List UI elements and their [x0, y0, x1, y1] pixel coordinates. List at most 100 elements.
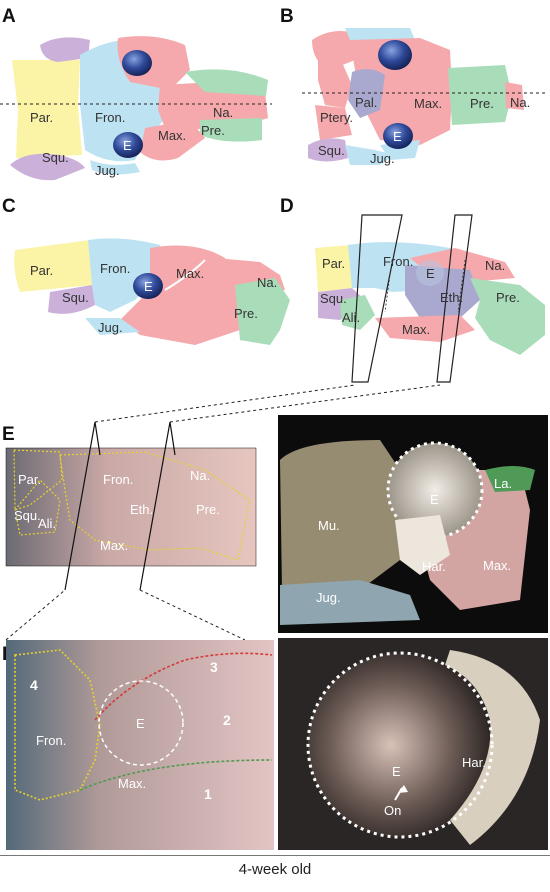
section-plane-2 — [436, 214, 473, 383]
connector-e-f-1 — [5, 589, 66, 641]
label-na-e: Na. — [190, 468, 210, 483]
jugal-b — [345, 145, 395, 165]
plane-e-2 — [139, 421, 171, 591]
jug-upper-b — [318, 58, 352, 108]
muscle-g — [280, 440, 400, 590]
label-na-b: Na. — [510, 95, 530, 110]
label-par-e: Par. — [18, 472, 41, 487]
alisphenoid-d — [340, 295, 375, 330]
label-eth-d: Eth. — [440, 290, 463, 305]
maxilla-b — [350, 38, 452, 145]
label-2-f: 2 — [223, 712, 231, 728]
plane-e-1 — [64, 421, 96, 591]
label-3-f: 3 — [210, 659, 218, 675]
outline-par-e — [13, 449, 63, 511]
label-eth-e: Eth. — [130, 502, 153, 517]
frontal-c — [88, 238, 165, 312]
eye-g — [388, 443, 482, 537]
label-la-g: La. — [494, 476, 512, 491]
label-ali-d: Ali. — [342, 310, 360, 325]
label-on-h: On — [384, 803, 401, 818]
label-jug-c: Jug. — [98, 320, 123, 335]
label-na-c: Na. — [257, 275, 277, 290]
panel-c: C Par. Fron. Max. Na. Squ. Jug. Pre. E — [2, 196, 290, 345]
maxilla-d — [375, 315, 475, 342]
photo-f — [6, 640, 274, 850]
plane-dash-2 — [457, 259, 466, 313]
label-max-g: Max. — [483, 558, 511, 573]
figure-caption: 4-week old — [238, 861, 312, 878]
label-pre-b: Pre. — [470, 96, 494, 111]
label-max-c: Max. — [176, 266, 204, 281]
eye-top-b — [378, 40, 412, 70]
squamosal-bone-bottom — [10, 153, 85, 181]
label-e-a: E — [123, 138, 132, 153]
label-e-b: E — [393, 129, 402, 144]
label-pre-c: Pre. — [234, 306, 258, 321]
eye-outline-h — [306, 651, 494, 839]
panel-f: F 4 3 2 1 Fron. E Max. — [2, 640, 274, 850]
panel-g: G La. E Mu. Har. Max. Jug. — [278, 415, 548, 633]
label-pre-a: Pre. — [201, 123, 225, 138]
label-max-e: Max. — [100, 538, 128, 553]
label-fron-d: Fron. — [383, 254, 413, 269]
label-e-h: E — [392, 764, 401, 779]
frontal-strip-b — [345, 28, 415, 40]
lacrimal-g — [485, 466, 535, 492]
label-pre-d: Pre. — [496, 290, 520, 305]
premax-upper-a — [185, 69, 268, 96]
label-max-b: Max. — [414, 96, 442, 111]
label-4-f: 4 — [30, 677, 38, 693]
label-na-d: Na. — [485, 258, 505, 273]
label-max-f: Max. — [118, 776, 146, 791]
label-squ-d: Squ. — [320, 291, 347, 306]
arrow-head-h — [398, 785, 408, 793]
eye-c — [133, 273, 163, 299]
label-e-c: E — [144, 279, 153, 294]
jugal-bone-a — [90, 160, 140, 175]
panel-e: E Par. Fron. Na. Squ. Eth. Pre. Ali. Max… — [2, 421, 257, 591]
label-na-a: Na. — [213, 105, 233, 120]
label-mu-g: Mu. — [318, 518, 340, 533]
panel-letter-a: A — [2, 6, 16, 27]
label-squ-c: Squ. — [62, 290, 89, 305]
premax-c — [235, 278, 290, 345]
label-fron-c: Fron. — [100, 261, 130, 276]
panel-a: A Par. Fron. Na. Pre. Max. Squ. Jug. E — [0, 6, 272, 181]
label-squ-b: Squ. — [318, 143, 345, 158]
panel-letter-d: D — [280, 196, 294, 217]
label-max-d: Max. — [402, 322, 430, 337]
outline-frontal-f — [14, 649, 101, 801]
plane-e-2b — [169, 421, 176, 456]
label-pre-e: Pre. — [196, 502, 220, 517]
panel-h: H E Har. On — [278, 638, 548, 850]
panel-letter-b: B — [280, 6, 294, 27]
label-jug-g: Jug. — [316, 590, 341, 605]
premax-lower-a — [200, 118, 262, 142]
section-plane-1 — [351, 214, 403, 383]
panel-b: B Pal. Max. Pre. Na. Ptery. Squ. Jug. E — [280, 6, 548, 166]
panel-letter-e: E — [2, 424, 15, 445]
maxilla-lower-a — [140, 120, 205, 161]
label-par-d: Par. — [322, 256, 345, 271]
plane-e-1b — [94, 421, 101, 456]
squamosal-c — [48, 285, 95, 314]
eye-d — [416, 260, 444, 286]
label-fron-f: Fron. — [36, 733, 66, 748]
suture-c — [164, 259, 206, 291]
premax-b — [448, 65, 512, 125]
squamosal-bone-top — [40, 37, 90, 62]
label-par-c: Par. — [30, 263, 53, 278]
panel-letter-c: C — [2, 196, 16, 217]
caption-rule — [0, 855, 550, 856]
eye-top-a — [122, 50, 152, 76]
label-1-f: 1 — [204, 786, 212, 802]
parietal-d — [315, 245, 352, 292]
premax-d — [470, 278, 545, 355]
label-ptery-b: Ptery. — [320, 110, 353, 125]
label-jug-a: Jug. — [95, 163, 120, 178]
jugal-region-g — [280, 580, 420, 625]
label-pal-b: Pal. — [355, 95, 377, 110]
photo-e-frame — [5, 447, 257, 567]
outline-red-f — [94, 652, 273, 721]
